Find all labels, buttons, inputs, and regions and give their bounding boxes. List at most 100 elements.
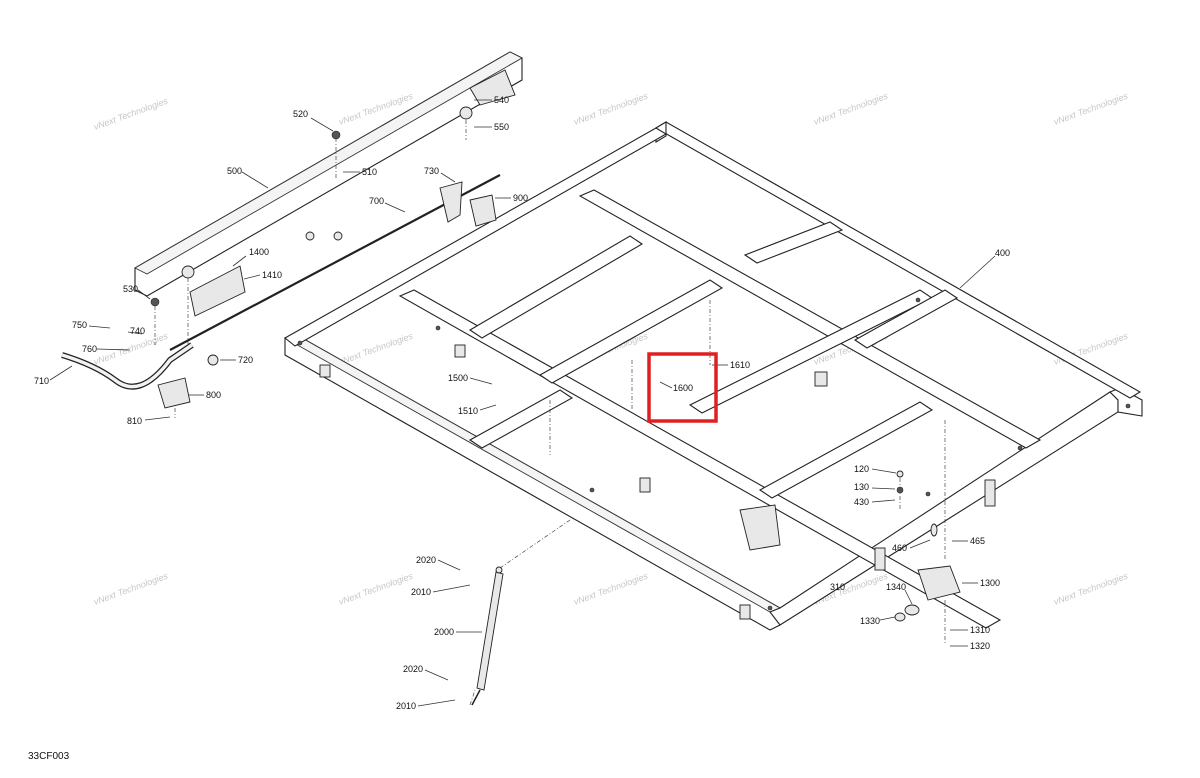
hole — [915, 297, 921, 303]
callout-2020: 2020 — [403, 664, 423, 674]
leader-120 — [871, 468, 897, 474]
hole — [767, 605, 773, 611]
back-left-rail — [284, 127, 668, 347]
callout-1400: 1400 — [249, 247, 269, 257]
highlight-box — [647, 352, 718, 423]
svg-text:vNext Technologies: vNext Technologies — [92, 331, 169, 367]
svg-text:vNext Technologies: vNext Technologies — [92, 571, 169, 607]
hinge-assembly — [61, 51, 523, 409]
washer-1330 — [894, 612, 906, 622]
gas-spring-body — [476, 571, 504, 691]
leader-1600 — [659, 381, 673, 389]
bracket — [874, 547, 886, 571]
watermark: vNext Technologies — [812, 91, 889, 127]
leader-2010b — [417, 699, 456, 707]
svg-text:vNext Technologies: vNext Technologies — [572, 571, 649, 607]
end-plate — [469, 69, 516, 106]
callout-130: 130 — [854, 482, 869, 492]
leader-430 — [871, 499, 896, 503]
bracket — [739, 604, 751, 620]
callout-730: 730 — [424, 166, 439, 176]
bushing-1340 — [904, 604, 920, 616]
callout-800: 800 — [206, 390, 221, 400]
callout-750: 750 — [72, 320, 87, 330]
leader-1340 — [904, 589, 913, 605]
gas-spring-2000 — [471, 566, 504, 706]
leader-130 — [871, 487, 896, 490]
bumper — [181, 265, 195, 279]
clip — [333, 231, 343, 241]
leader-1500 — [469, 377, 493, 385]
nut-530 — [150, 297, 160, 307]
hole — [1017, 445, 1023, 451]
leader-760 — [96, 348, 131, 351]
watermark: vNext Technologies — [572, 571, 649, 607]
leader-1330 — [879, 616, 896, 621]
callout-1330: 1330 — [860, 616, 880, 626]
leader-400 — [959, 255, 996, 289]
watermark: vNext Technologies — [1052, 571, 1129, 607]
hinge-plate — [739, 504, 781, 551]
cross-beam-1 — [468, 235, 644, 339]
clip — [305, 231, 315, 241]
leader-500 — [241, 171, 269, 189]
leader-520 — [310, 117, 334, 132]
guide-line — [499, 519, 571, 569]
latch-900 — [469, 194, 497, 227]
leader-700 — [384, 202, 406, 213]
leader-750 — [88, 325, 111, 329]
bolt-460 — [930, 523, 938, 537]
leader-2020b — [424, 669, 449, 681]
callout-1300: 1300 — [980, 578, 1000, 588]
main-frame — [283, 121, 1143, 631]
watermark: vNext Technologies — [337, 331, 414, 367]
watermark: vNext Technologies — [92, 96, 169, 132]
pivot-assembly — [894, 470, 961, 622]
callout-1410: 1410 — [262, 270, 282, 280]
cross-beam-7 — [853, 289, 959, 349]
gas-spring-end — [495, 566, 503, 574]
hole — [435, 325, 441, 331]
svg-text:vNext Technologies: vNext Technologies — [812, 91, 889, 127]
svg-text:vNext Technologies: vNext Technologies — [572, 91, 649, 127]
leader-2020a — [437, 559, 461, 571]
leader-1510 — [479, 404, 497, 411]
pivot-1300 — [917, 565, 961, 601]
bracket-730 — [439, 181, 463, 223]
leader-460 — [909, 539, 931, 549]
washer-130 — [896, 470, 904, 478]
watermark: vNext Technologies — [92, 571, 169, 607]
bracket — [984, 479, 996, 507]
callout-1310: 1310 — [970, 625, 990, 635]
svg-text:vNext Technologies: vNext Technologies — [337, 331, 414, 367]
nut-520 — [331, 130, 341, 140]
svg-text:vNext Technologies: vNext Technologies — [337, 571, 414, 607]
callout-900: 900 — [513, 193, 528, 203]
bumper-540 — [459, 106, 473, 120]
callout-520: 520 — [293, 109, 308, 119]
callout-2000: 2000 — [434, 627, 454, 637]
svg-text:vNext Technologies: vNext Technologies — [1052, 571, 1129, 607]
callout-120: 120 — [854, 464, 869, 474]
hole — [297, 340, 303, 346]
watermark: vNext Technologies — [92, 331, 169, 367]
callout-1500: 1500 — [448, 373, 468, 383]
callout-400: 400 — [995, 248, 1010, 258]
leader-1400 — [232, 255, 247, 267]
callout-740: 740 — [130, 326, 145, 336]
watermark: vNext Technologies — [337, 571, 414, 607]
leader-710 — [49, 365, 73, 381]
front-left-rail-top — [283, 333, 782, 613]
callout-540: 540 — [494, 95, 509, 105]
callout-760: 760 — [82, 344, 97, 354]
callout-2020: 2020 — [416, 555, 436, 565]
callout-2010: 2010 — [411, 587, 431, 597]
svg-text:vNext Technologies: vNext Technologies — [92, 96, 169, 132]
callout-labels: 500 520 510 540 550 730 900 700 1400 141… — [34, 95, 1010, 711]
gas-spring-rod — [471, 689, 481, 706]
back-right-rail — [654, 121, 1142, 399]
bracket — [814, 371, 828, 387]
leader-810 — [144, 416, 171, 421]
callout-1320: 1320 — [970, 641, 990, 651]
